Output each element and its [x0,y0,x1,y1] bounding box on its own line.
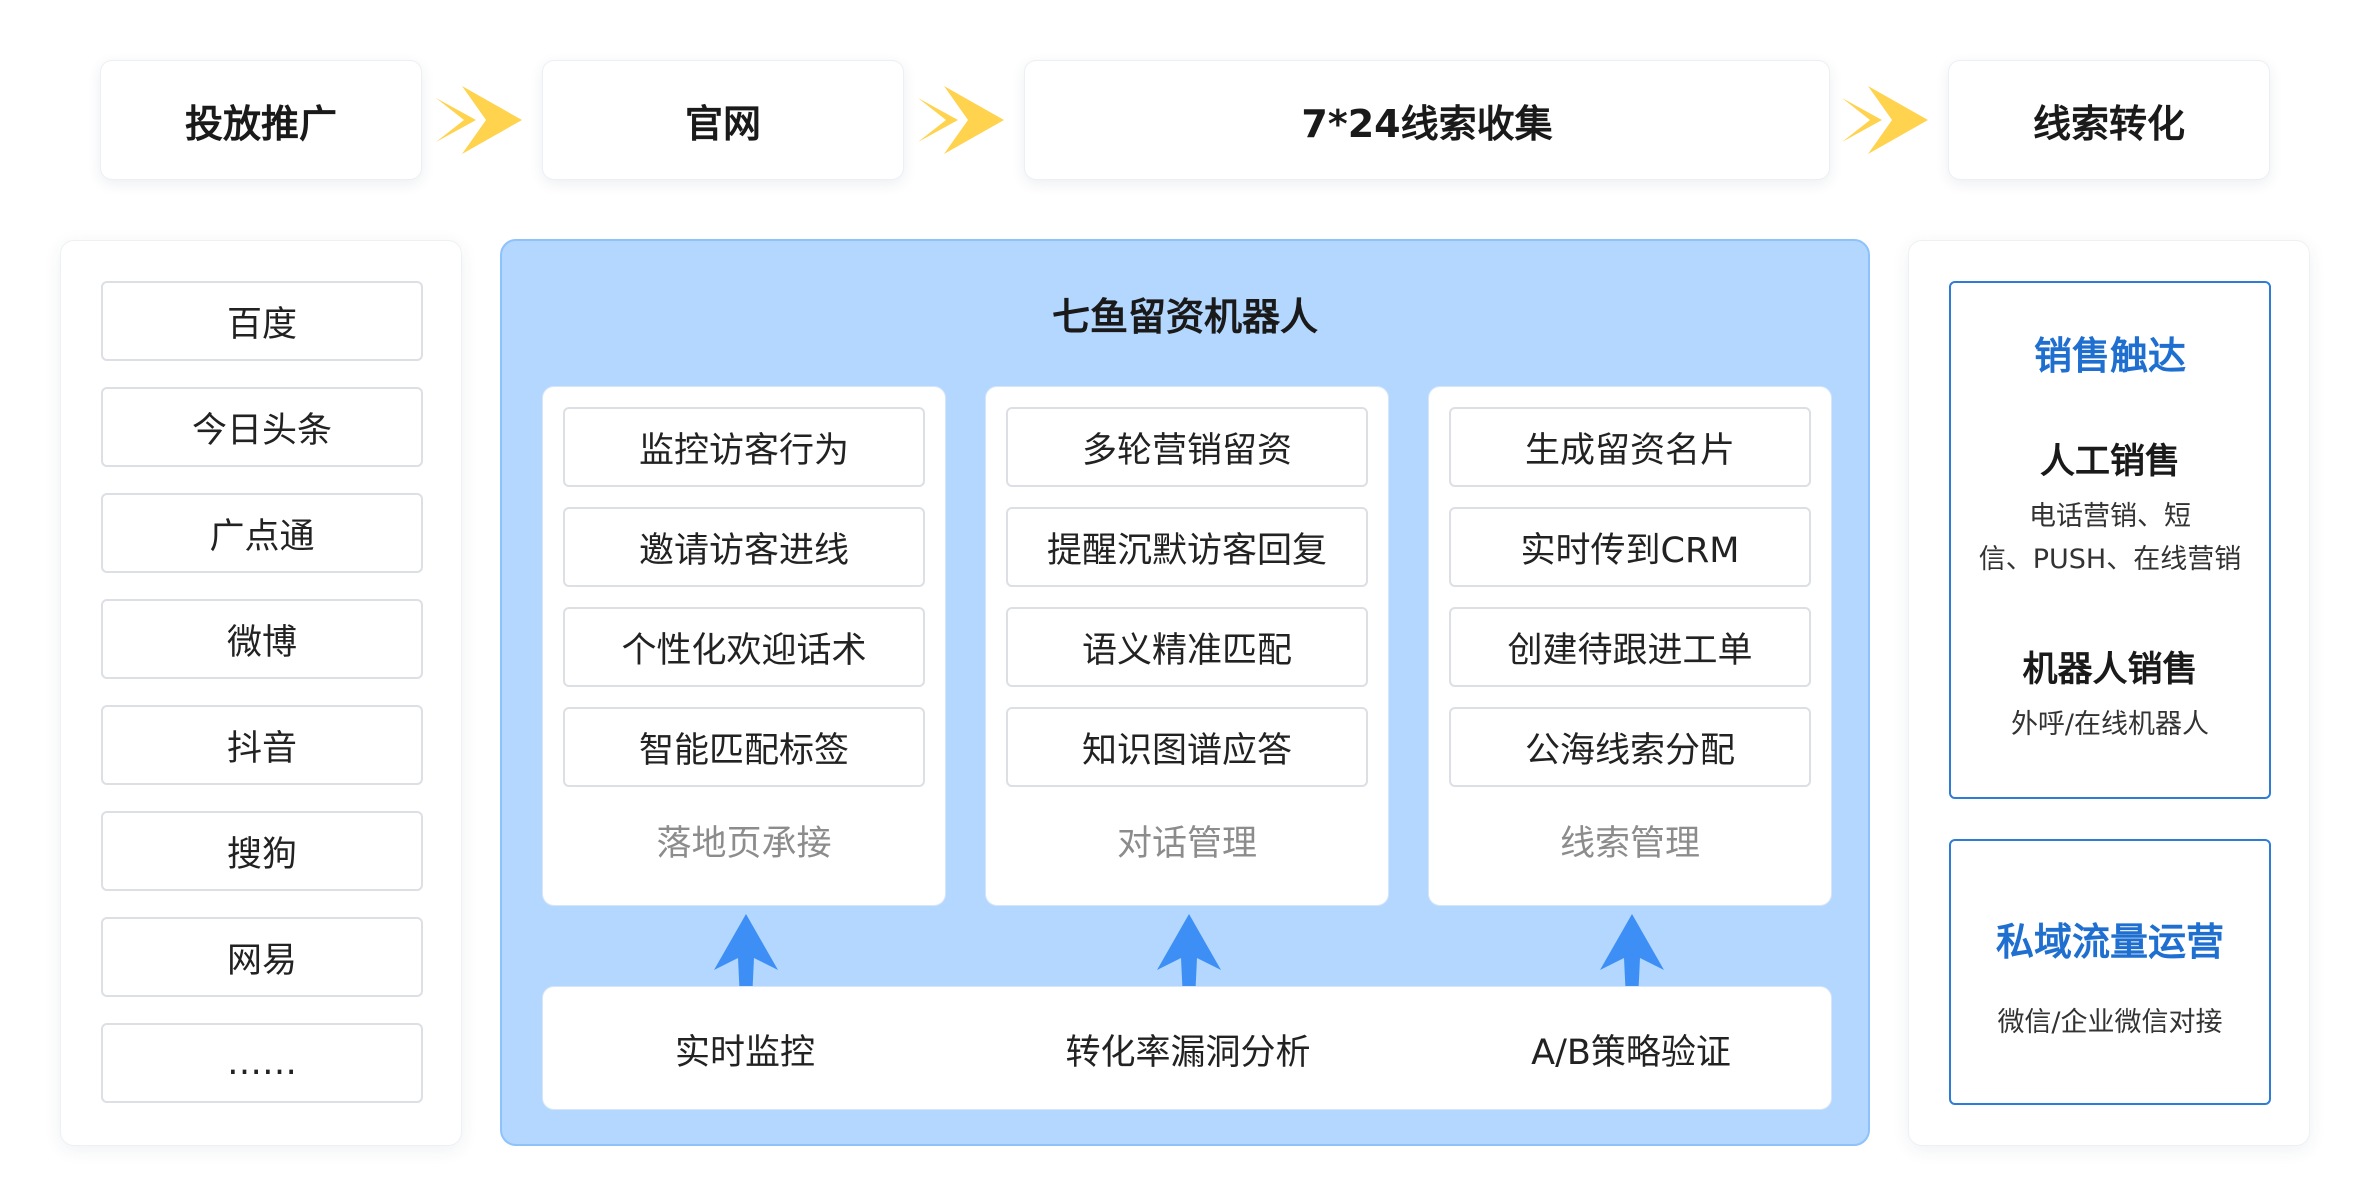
analytics-bar: 实时监控 转化率漏洞分析 A/B策略验证 [542,986,1832,1110]
feature-label: 邀请访客进线 [638,530,849,571]
manual-sales-desc-line: 电话营销、短 [2029,501,2191,532]
robot-title: 七鱼留资机器人 [1051,295,1318,339]
feature-item: 多轮营销留资 [1006,407,1368,487]
flow-step-label: 官网 [684,101,761,146]
flow-step-ad-promotion: 投放推广 [100,60,422,180]
feature-label: 多轮营销留资 [1081,430,1292,471]
feature-label: 个性化欢迎话术 [621,630,867,671]
channel-label: 搜狗 [226,834,297,875]
flow-step-label: 投放推广 [184,101,337,146]
up-arrow-icon [1600,914,1664,1000]
up-arrow-icon [714,914,778,1000]
analytics-label: 转化率漏洞分析 [1065,1032,1311,1073]
manual-sales-heading: 人工销售 [2039,442,2180,482]
card-caption: 线索管理 [1559,824,1700,864]
dialogue-management-card: 多轮营销留资 提醒沉默访客回复 语义精准匹配 知识图谱应答 对话管理 [985,386,1389,906]
sales-reach-box: 销售触达 人工销售 电话营销、短 信、PUSH、在线营销 机器人销售 外呼/在线… [1949,281,2271,799]
feature-label: 创建待跟进工单 [1507,630,1753,671]
channel-item: 网易 [101,917,423,997]
analytics-label: 实时监控 [674,1032,815,1073]
landing-page-card: 监控访客行为 邀请访客进线 个性化欢迎话术 智能匹配标签 落地页承接 [542,386,946,906]
feature-item: 生成留资名片 [1449,407,1811,487]
channel-item: 微博 [101,599,423,679]
feature-item: 实时传到CRM [1449,507,1811,587]
feature-label: 监控访客行为 [638,430,849,471]
flow-step-label: 线索转化 [2032,101,2185,146]
robot-panel: 七鱼留资机器人 监控访客行为 邀请访客进线 个性化欢迎话术 智能匹配标签 落地页… [500,239,1870,1146]
robot-sales-heading: 机器人销售 [2022,650,2198,690]
feature-label: 语义精准匹配 [1081,630,1292,671]
channel-item: 广点通 [101,493,423,573]
up-arrow-icon [1157,914,1221,1000]
feature-label: 智能匹配标签 [638,730,849,771]
channel-label: …… [227,1043,297,1083]
feature-label: 提醒沉默访客回复 [1046,530,1327,571]
analytics-item: A/B策略验证 [1429,987,1833,1111]
manual-sales-desc: 电话营销、短 信、PUSH、在线营销 [1951,495,2269,581]
analytics-item: 转化率漏洞分析 [986,987,1390,1111]
channel-label: 今日头条 [191,410,332,451]
channel-item-more: …… [101,1023,423,1103]
feature-item: 提醒沉默访客回复 [1006,507,1368,587]
feature-item: 邀请访客进线 [563,507,925,587]
channel-label: 广点通 [209,516,315,557]
channel-item: 百度 [101,281,423,361]
feature-label: 实时传到CRM [1520,530,1740,571]
manual-sales-desc-line: 信、PUSH、在线营销 [1978,544,2242,575]
right-arrow-icon [436,86,522,154]
channels-panel: 百度 今日头条 广点通 微博 抖音 搜狗 网易 …… [60,240,462,1146]
analytics-item: 实时监控 [543,987,947,1111]
flow-step-lead-conversion: 线索转化 [1948,60,2270,180]
private-traffic-title: 私域流量运营 [1995,920,2224,964]
channel-item: 抖音 [101,705,423,785]
flow-step-lead-collection: 7*24线索收集 [1024,60,1830,180]
feature-label: 知识图谱应答 [1081,730,1292,771]
channel-label: 微博 [226,622,297,663]
channel-item: 搜狗 [101,811,423,891]
card-caption: 对话管理 [1116,824,1257,864]
card-caption: 落地页承接 [656,824,832,864]
channel-item: 今日头条 [101,387,423,467]
sales-reach-title: 销售触达 [2033,334,2186,378]
feature-item: 创建待跟进工单 [1449,607,1811,687]
private-traffic-box: 私域流量运营 微信/企业微信对接 [1949,839,2271,1105]
right-arrow-icon [1842,86,1928,154]
right-arrow-icon [918,86,1004,154]
feature-item: 监控访客行为 [563,407,925,487]
channel-label: 抖音 [226,728,297,769]
feature-item: 公海线索分配 [1449,707,1811,787]
robot-sales-desc: 外呼/在线机器人 [2010,709,2210,740]
analytics-label: A/B策略验证 [1531,1032,1731,1073]
feature-label: 公海线索分配 [1524,730,1735,771]
channel-label: 网易 [226,940,297,981]
feature-label: 生成留资名片 [1524,430,1735,471]
feature-item: 语义精准匹配 [1006,607,1368,687]
feature-item: 智能匹配标签 [563,707,925,787]
feature-item: 个性化欢迎话术 [563,607,925,687]
private-traffic-desc: 微信/企业微信对接 [1997,1007,2223,1038]
flow-step-label: 7*24线索收集 [1301,101,1553,146]
feature-item: 知识图谱应答 [1006,707,1368,787]
conversion-panel: 销售触达 人工销售 电话营销、短 信、PUSH、在线营销 机器人销售 外呼/在线… [1908,240,2310,1146]
lead-management-card: 生成留资名片 实时传到CRM 创建待跟进工单 公海线索分配 线索管理 [1428,386,1832,906]
channel-label: 百度 [226,304,297,345]
flow-step-website: 官网 [542,60,904,180]
